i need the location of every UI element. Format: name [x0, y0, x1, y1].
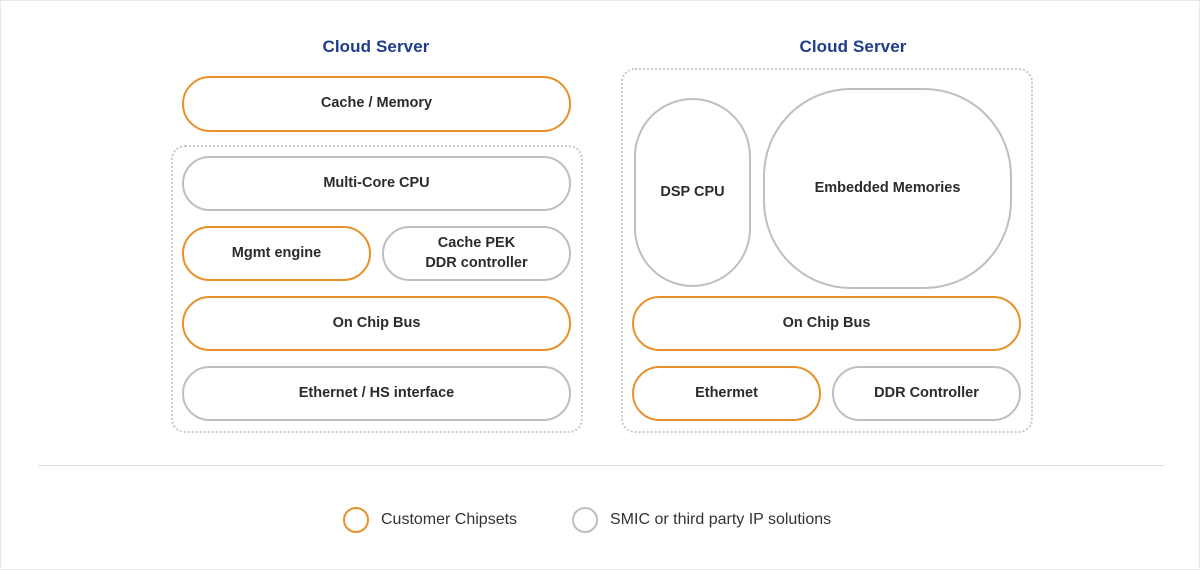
block-ethernet-hs-interface[interactable]: Ethernet / HS interface	[182, 366, 571, 421]
legend-circle-orange-icon	[343, 507, 369, 533]
block-dsp-cpu[interactable]: DSP CPU	[634, 98, 751, 287]
legend-item-customer-chipsets: Customer Chipsets	[343, 507, 517, 533]
block-embedded-memories[interactable]: Embedded Memories	[763, 88, 1012, 289]
section-divider	[38, 465, 1164, 466]
block-cache-pek-ddr-controller[interactable]: Cache PEK DDR controller	[382, 226, 571, 281]
block-ethernet[interactable]: Ethermet	[632, 366, 821, 421]
legend-label-customer-chipsets: Customer Chipsets	[381, 511, 518, 528]
block-multi-core-cpu[interactable]: Multi-Core CPU	[182, 156, 571, 211]
legend-circle-gray-icon	[572, 507, 598, 533]
panel-title-left: Cloud Server	[322, 37, 430, 56]
soc-container-left	[171, 145, 583, 433]
soc-container-right	[621, 68, 1033, 433]
block-ddr-controller[interactable]: DDR Controller	[832, 366, 1021, 421]
panel-title-right: Cloud Server	[799, 37, 907, 56]
block-on-chip-bus-right[interactable]: On Chip Bus	[632, 296, 1021, 351]
legend-label-smic-third-party: SMIC or third party IP solutions	[610, 511, 832, 528]
block-mgmt-engine[interactable]: Mgmt engine	[182, 226, 371, 281]
block-cache-memory[interactable]: Cache / Memory	[182, 76, 571, 132]
legend-item-smic-third-party: SMIC or third party IP solutions	[572, 507, 831, 533]
block-on-chip-bus-left[interactable]: On Chip Bus	[182, 296, 571, 351]
